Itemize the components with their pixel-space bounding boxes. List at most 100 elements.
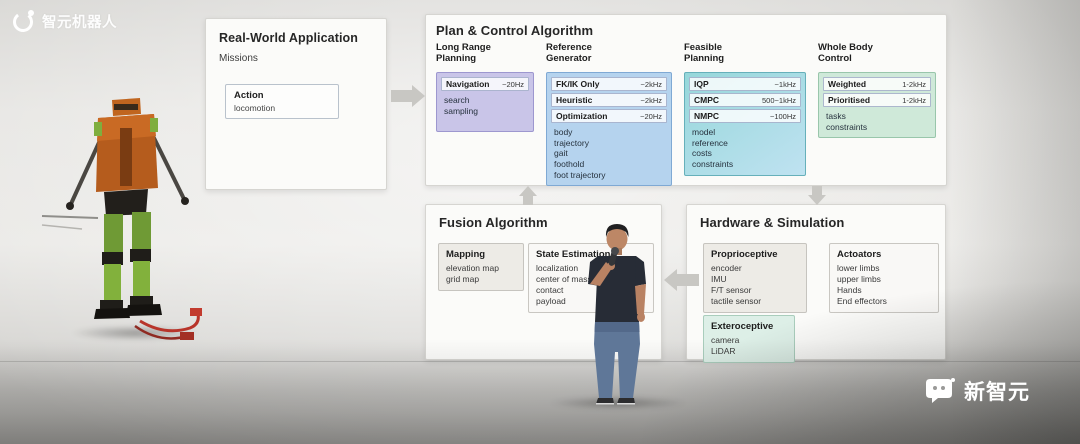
action-label: Action — [234, 90, 264, 101]
box-rate: ~2kHz — [640, 79, 662, 89]
box-item: tasks — [826, 111, 846, 121]
box-label: CMPC — [694, 95, 720, 105]
box-rate: ~2kHz — [640, 95, 662, 105]
robot-simulation-render — [41, 98, 202, 340]
cmpc-strip: CMPC 500~1kHz — [689, 93, 801, 107]
panel-plan-control-algorithm: Plan & Control Algorithm Long Range Plan… — [425, 14, 947, 187]
arrow-up-fusion-to-plan — [519, 186, 537, 205]
box-item: gait — [554, 148, 568, 159]
real-world-title: Real-World Application — [219, 31, 359, 45]
navigation-box: Navigation ~20Hz search sampling — [436, 72, 534, 132]
missions-label: Missions — [219, 53, 258, 64]
box-label: Weighted — [828, 79, 867, 89]
prioritised-strip: Prioritised 1-2kHz — [823, 93, 931, 107]
box-label: Mapping — [446, 249, 486, 260]
box-item: constraints — [692, 158, 734, 169]
weighted-strip: Weighted 1-2kHz — [823, 77, 931, 91]
box-item: tactile sensor — [711, 296, 799, 307]
brand-logo: 智元机器人 — [10, 8, 117, 34]
box-item: body — [554, 127, 573, 137]
box-items: body trajectory gait foothold foot traje… — [551, 125, 667, 181]
watermark: 新智元 — [922, 376, 1030, 406]
wall-floor-junction — [0, 361, 1080, 362]
box-rate: ~20Hz — [502, 79, 524, 89]
proprioceptive-box: Proprioceptive encoder IMU F/T sensor ta… — [703, 243, 807, 314]
column-feasible-planning: Feasible Planning IQP ~1kHz CMPC 500~1kH… — [684, 42, 806, 186]
box-item: IMU — [711, 274, 799, 285]
optimization-strip: Optimization ~20Hz — [551, 109, 667, 123]
box-label: NMPC — [694, 111, 720, 121]
whole-body-control-box: Weighted 1-2kHz Prioritised 1-2kHz tasks… — [818, 72, 936, 139]
box-rate: ~1kHz — [774, 79, 796, 89]
box-label: Proprioceptive — [711, 249, 778, 260]
robot-shadow — [70, 325, 200, 341]
box-label: Prioritised — [828, 95, 871, 105]
box-rate: ~100Hz — [769, 111, 796, 121]
fusion-title: Fusion Algorithm — [439, 215, 548, 230]
box-item: Hands — [837, 285, 931, 296]
box-rate: ~20Hz — [640, 111, 662, 121]
plan-control-title: Plan & Control Algorithm — [436, 23, 594, 38]
box-item: payload — [536, 296, 566, 307]
column-header: Whole Body Control — [818, 42, 873, 65]
iqp-strip: IQP ~1kHz — [689, 77, 801, 91]
box-item: F/T sensor — [711, 285, 799, 296]
watermark-text: 新智元 — [964, 381, 1030, 404]
plan-control-columns: Long Range Planning Navigation ~20Hz sea… — [436, 42, 936, 187]
box-item: reference — [692, 137, 728, 148]
watermark-chat-icon — [926, 378, 955, 403]
box-rate: 500~1kHz — [762, 95, 796, 105]
column-long-range-planning: Long Range Planning Navigation ~20Hz sea… — [436, 42, 534, 186]
mapping-box: Mapping elevation map grid map — [438, 243, 524, 292]
fkik-strip: FK/IK Only ~2kHz — [551, 77, 667, 91]
box-item: encoder — [711, 263, 742, 273]
box-item: camera — [711, 335, 787, 346]
box-label: IQP — [694, 79, 709, 89]
box-label: Navigation — [446, 79, 490, 89]
box-item: search — [444, 95, 470, 105]
box-rate: 1-2kHz — [902, 95, 926, 105]
brand-logo-icon — [13, 10, 34, 32]
box-item: foot trajectory — [554, 169, 606, 180]
floor-shading — [0, 339, 1080, 444]
arrow-right-realworld-to-plan — [391, 85, 425, 107]
hardware-title: Hardware & Simulation — [700, 215, 845, 230]
box-items: tasks constraints — [823, 109, 931, 133]
box-item: trajectory — [554, 137, 589, 148]
box-item: model — [692, 127, 716, 137]
box-label: State Estimation — [536, 249, 611, 260]
arrow-left-hardware-to-fusion — [664, 269, 700, 291]
column-header: Reference Generator — [546, 42, 592, 65]
box-item: elevation map — [446, 263, 499, 273]
box-item: LiDAR — [711, 346, 787, 357]
brand-logo-text: 智元机器人 — [42, 14, 117, 31]
action-item: locomotion — [234, 103, 276, 113]
box-items: search sampling — [441, 93, 529, 117]
box-items: model reference costs constraints — [689, 125, 801, 171]
box-label: Optimization — [556, 111, 608, 121]
action-box: Action locomotion — [225, 84, 339, 119]
corner-shading — [620, 274, 1080, 444]
box-label: FK/IK Only — [556, 79, 600, 89]
column-header: Long Range Planning — [436, 42, 491, 65]
panel-real-world-application: Real-World Application Missions Action l… — [205, 18, 387, 190]
arrow-down-plan-to-hardware — [808, 186, 826, 205]
box-item: grid map — [446, 274, 480, 285]
box-item: center of mass — [536, 274, 592, 285]
actuators-box: Actoators lower limbs upper limbs Hands … — [829, 243, 939, 314]
column-whole-body-control: Whole Body Control Weighted 1-2kHz Prior… — [818, 42, 936, 186]
box-item: constraints — [826, 121, 868, 132]
box-item: End effectors — [837, 296, 931, 307]
feasible-planning-box: IQP ~1kHz CMPC 500~1kHz NMPC ~100Hz mode… — [684, 72, 806, 176]
navigation-strip: Navigation ~20Hz — [441, 77, 529, 91]
panel-hardware-simulation: Hardware & Simulation Proprioceptive enc… — [686, 204, 946, 364]
nmpc-strip: NMPC ~100Hz — [689, 109, 801, 123]
box-item: lower limbs — [837, 263, 880, 273]
box-item: upper limbs — [837, 274, 931, 285]
column-reference-generator: Reference Generator FK/IK Only ~2kHz Heu… — [546, 42, 672, 187]
right-edge-shading — [950, 0, 1080, 444]
box-rate: 1-2kHz — [902, 79, 926, 89]
box-item: foothold — [554, 158, 585, 169]
column-header: Feasible Planning — [684, 42, 725, 65]
